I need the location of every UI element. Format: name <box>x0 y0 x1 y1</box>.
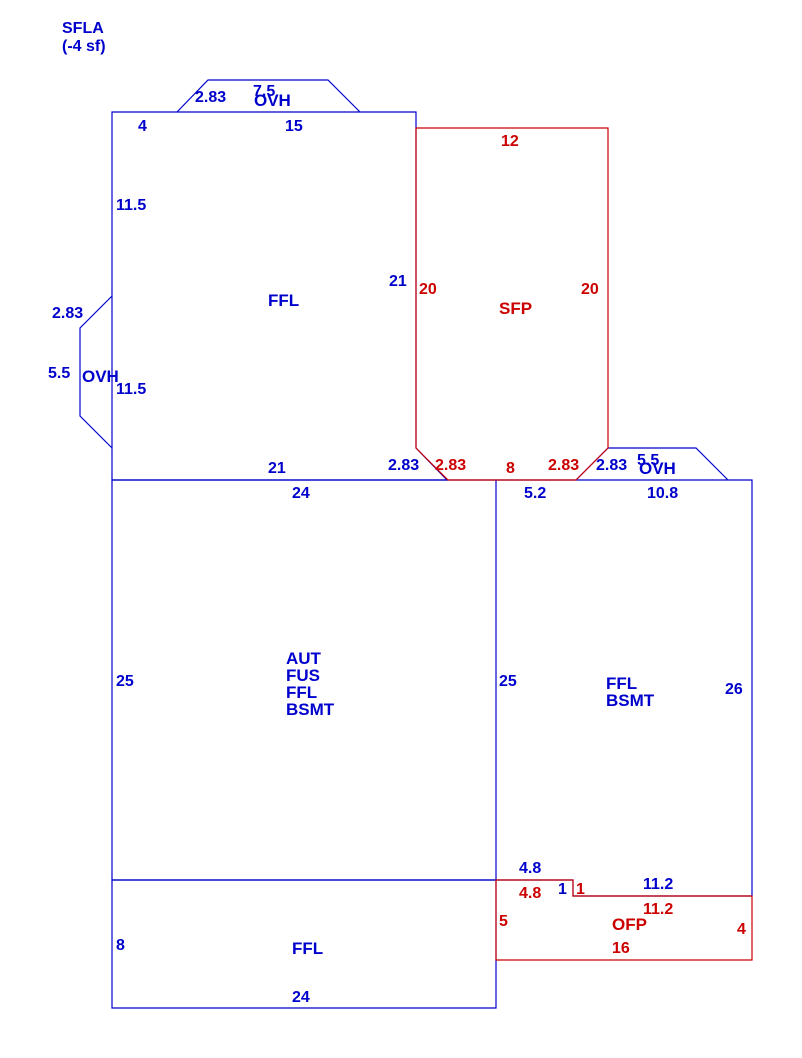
dim-right-step: 1 <box>558 881 567 898</box>
dim-ovh-top-diag: 2.83 <box>195 89 226 106</box>
dim-ovh-right-diag: 2.83 <box>596 457 627 474</box>
dim-main-top: 24 <box>292 485 310 502</box>
dim-ffl-top: 15 <box>285 118 303 135</box>
ffl-upper-label: FFL <box>268 291 299 310</box>
sfp-label: SFP <box>499 299 532 318</box>
dim-ffl-bottom: 21 <box>268 460 286 477</box>
ffl-lower-label: FFL <box>292 939 323 958</box>
ovh-top-label: OVH <box>254 91 291 110</box>
sketch-subtitle: (-4 sf) <box>62 38 106 55</box>
dim-main-right: 25 <box>499 673 517 690</box>
dim-ovh-left-len: 5.5 <box>48 365 70 382</box>
dim-ofp-bottom: 16 <box>612 940 630 957</box>
dim-right-bottom: 11.2 <box>643 876 673 893</box>
dim-ofp-left: 5 <box>499 913 508 930</box>
dim-sfp-right: 20 <box>581 281 599 298</box>
dim-ofp-top: 11.2 <box>643 901 673 918</box>
dim-ffl-top-left: 4 <box>138 118 147 135</box>
dim-right-top: 10.8 <box>647 485 678 502</box>
dim-ofp-right: 4 <box>737 921 746 938</box>
dim-main-left: 25 <box>116 673 134 690</box>
dim-ffl-left-upper: 11.5 <box>116 197 146 214</box>
dim-ofp-top-left: 4.8 <box>519 885 541 902</box>
ofp-outline <box>495 879 753 961</box>
dim-sfp-top: 12 <box>501 133 519 150</box>
main-label-ffl: FFL <box>286 683 317 702</box>
dim-ffl-left-lower: 11.5 <box>116 381 146 398</box>
ffl-lower-outline <box>111 879 497 1009</box>
dim-sfp-bottom: 8 <box>506 460 515 477</box>
dim-right-right: 26 <box>725 681 743 698</box>
ovh-top-outline <box>176 79 361 113</box>
ofp-label: OFP <box>612 915 647 934</box>
dim-ffl-lower-bottom: 24 <box>292 989 310 1006</box>
dim-ovh-top-len: 7.5 <box>253 83 275 100</box>
sketch-title: SFLA <box>62 20 104 37</box>
dim-sfp-left: 20 <box>419 281 437 298</box>
main-label-bsmt: BSMT <box>286 700 335 719</box>
dim-ovh-left-diag: 2.83 <box>52 305 83 322</box>
dim-ffl-bottom-diag: 2.83 <box>388 457 419 474</box>
dim-right-bottom-left: 4.8 <box>519 860 541 877</box>
dim-sfp-diag-right: 2.83 <box>548 457 579 474</box>
dim-ofp-step: 1 <box>576 881 585 898</box>
main-label-fus: FUS <box>286 666 320 685</box>
ovh-right-label: OVH <box>639 459 676 478</box>
dim-ffl-right: 21 <box>389 273 407 290</box>
ovh-left-label: OVH <box>82 367 119 386</box>
right-label-bsmt: BSMT <box>606 691 655 710</box>
right-label-ffl: FFL <box>606 674 637 693</box>
dim-ffl-lower-left: 8 <box>116 937 125 954</box>
dim-right-top-left: 5.2 <box>524 485 546 502</box>
main-label-aut: AUT <box>286 649 322 668</box>
ovh-left-outline <box>79 295 113 449</box>
dim-ovh-right-len: 5.5 <box>637 452 659 469</box>
sfp-outline <box>415 127 609 481</box>
dim-sfp-diag-left: 2.83 <box>435 457 466 474</box>
